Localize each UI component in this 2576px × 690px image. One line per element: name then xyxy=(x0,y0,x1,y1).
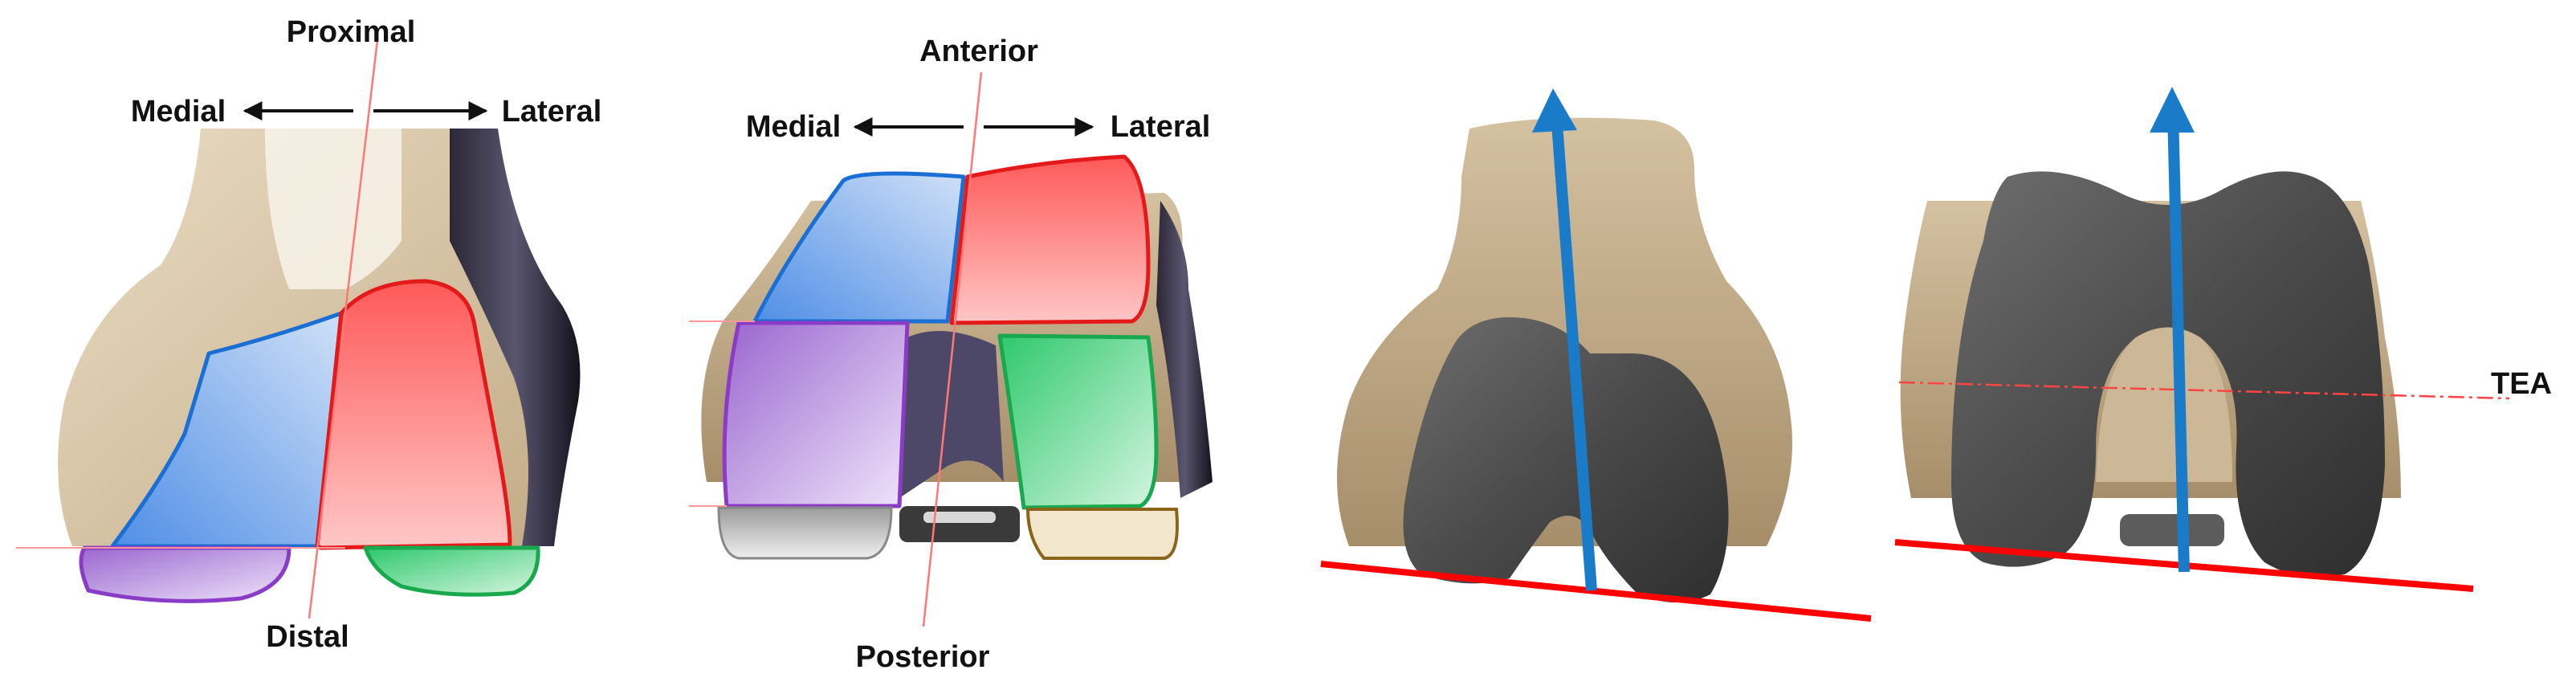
panel-axial: Anterior Posterior Medial Lateral xyxy=(689,35,1213,674)
intercondylar-notch xyxy=(899,331,1004,498)
label-axial-lateral: Lateral xyxy=(1111,110,1211,144)
label-anterior: Anterior xyxy=(919,35,1038,68)
implant1-mechanical-axis xyxy=(1551,112,1597,591)
axial-lateral-anterior xyxy=(949,154,1151,325)
implant1-axis-arrowhead xyxy=(1532,88,1577,133)
implant2-component xyxy=(1951,171,2385,577)
axial-brown-posterior xyxy=(1025,508,1179,560)
implant2-mechanical-axis xyxy=(2167,112,2190,573)
implant2-axis-arrowhead xyxy=(2150,87,2195,133)
medial-posterior-region xyxy=(79,545,291,603)
axial-grey-posterior xyxy=(717,506,893,560)
panel-implant-2: TEA xyxy=(1894,87,2552,592)
label-proximal: Proximal xyxy=(287,15,416,49)
axial-medial-posterior xyxy=(722,321,910,508)
axial-metal-highlight xyxy=(923,512,996,523)
axial-metal-peg xyxy=(899,506,1020,542)
panel-implant-1 xyxy=(1320,88,1872,622)
label-posterior: Posterior xyxy=(856,640,990,674)
lateral-posterior-region xyxy=(363,545,540,597)
label-lateral: Lateral xyxy=(502,95,602,129)
proximal-distal-axis xyxy=(308,39,379,619)
anterior-posterior-axis xyxy=(922,71,983,627)
implant2-tea-line xyxy=(1898,381,2510,400)
implant2-notch xyxy=(2096,327,2232,482)
label-medial: Medial xyxy=(131,95,226,129)
label-distal: Distal xyxy=(266,620,348,654)
label-axial-medial: Medial xyxy=(746,110,841,144)
implant2-peg xyxy=(2120,514,2224,546)
implant1-component xyxy=(1403,317,1729,602)
implant1-cut-line xyxy=(1320,561,1872,622)
axial-lateral-posterior xyxy=(997,333,1159,510)
femur-shadow xyxy=(450,129,581,546)
axial-dark-right xyxy=(1156,201,1213,498)
panel-distal-femur: Proximal Distal Medial Lateral xyxy=(16,15,601,654)
femur-highlight xyxy=(265,129,401,289)
lateral-condyle-region xyxy=(315,279,512,550)
label-tea: TEA xyxy=(2491,367,2552,401)
medial-condyle-region xyxy=(110,311,344,549)
